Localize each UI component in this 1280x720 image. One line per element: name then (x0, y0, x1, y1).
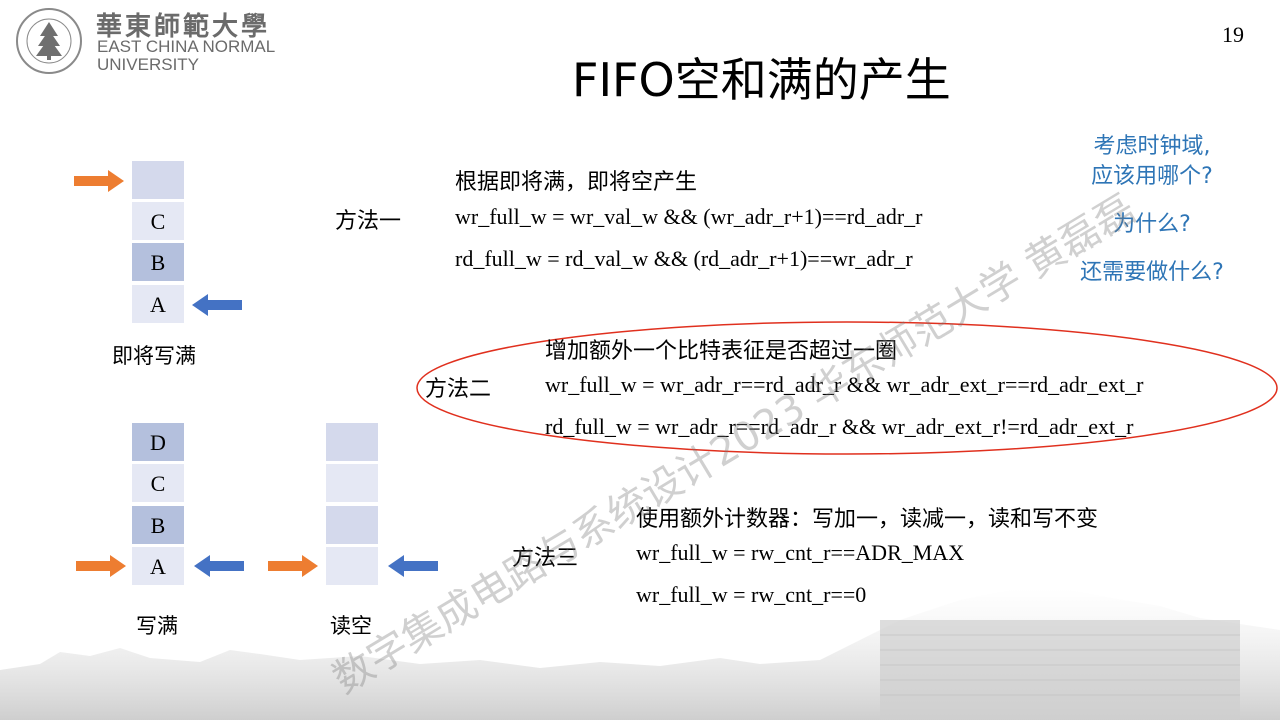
fifo-cell-empty (325, 546, 379, 586)
write-pointer-arrow-icon (268, 555, 318, 577)
method-one-heading: 根据即将满，即将空产生 (455, 170, 698, 195)
fifo-cell: D (131, 422, 185, 462)
highlight-ellipse (416, 321, 1278, 455)
diagram-caption: 即将写满 (112, 344, 196, 368)
campus-skyline-background (0, 588, 1280, 720)
method-one-line2: rd_full_w = rd_val_w && (rd_adr_r+1)==wr… (455, 246, 913, 271)
fifo-cell-empty (131, 160, 185, 200)
method-two-line2: rd_full_w = wr_adr_r==rd_adr_r && wr_adr… (545, 414, 1134, 439)
fifo-cell: A (131, 284, 185, 324)
question-why: 为什么? (1113, 212, 1191, 237)
method-three-label: 方法三 (512, 546, 579, 571)
diagram-caption: 读空 (330, 614, 372, 638)
write-pointer-arrow-icon (74, 170, 124, 192)
method-one-label: 方法一 (335, 209, 402, 234)
page-number: 19 (1222, 22, 1244, 47)
slide-title-text: FIFO空和满的产生 (572, 53, 951, 107)
fifo-cell: B (131, 242, 185, 282)
question-what-else: 还需要做什么? (1080, 260, 1224, 285)
question-clock-domain-line1: 考虑时钟域, (1093, 134, 1211, 159)
fifo-cell: A (131, 546, 185, 586)
fifo-cell-empty (325, 505, 379, 545)
fifo-cell: C (131, 201, 185, 241)
university-name-en-line2: UNIVERSITY (97, 55, 200, 74)
method-three-line2: wr_full_w = rw_cnt_r==0 (636, 582, 867, 607)
method-two-heading: 增加额外一个比特表征是否超过一圈 (545, 339, 898, 364)
question-clock-domain-line2: 应该用哪个? (1091, 164, 1213, 189)
write-pointer-arrow-icon (76, 555, 126, 577)
slide-title: FIFO空和满的产生 (572, 44, 951, 110)
method-two-label: 方法二 (425, 377, 492, 402)
university-name-en: EAST CHINA NORMAL UNIVERSITY (97, 38, 275, 74)
method-two-line1: wr_full_w = wr_adr_r==rd_adr_r && wr_adr… (545, 372, 1144, 397)
fifo-cell: C (131, 463, 185, 503)
diagram-caption: 写满 (136, 614, 178, 638)
fifo-cell-empty (325, 463, 379, 503)
university-seal-logo (16, 8, 82, 74)
method-three-heading: 使用额外计数器：写加一，读减一，读和写不变 (636, 507, 1099, 532)
read-pointer-arrow-icon (194, 555, 244, 577)
university-name-en-line1: EAST CHINA NORMAL (97, 37, 276, 56)
read-pointer-arrow-icon (388, 555, 438, 577)
fifo-cell-empty (325, 422, 379, 462)
method-one-line1: wr_full_w = wr_val_w && (wr_adr_r+1)==rd… (455, 204, 923, 229)
read-pointer-arrow-icon (192, 294, 242, 316)
university-name-cn: 華東師範大學 (96, 12, 271, 42)
fifo-cell: B (131, 505, 185, 545)
method-three-line1: wr_full_w = rw_cnt_r==ADR_MAX (636, 540, 965, 565)
